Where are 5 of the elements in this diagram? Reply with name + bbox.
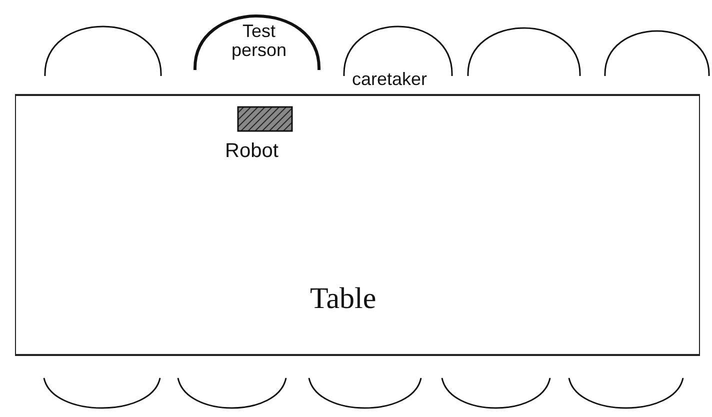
table	[15, 94, 700, 356]
seat-label: Test person	[230, 22, 288, 60]
seat-label: caretaker	[352, 68, 428, 91]
robot-label: Robot	[225, 139, 278, 164]
table-label: Table	[310, 281, 376, 317]
